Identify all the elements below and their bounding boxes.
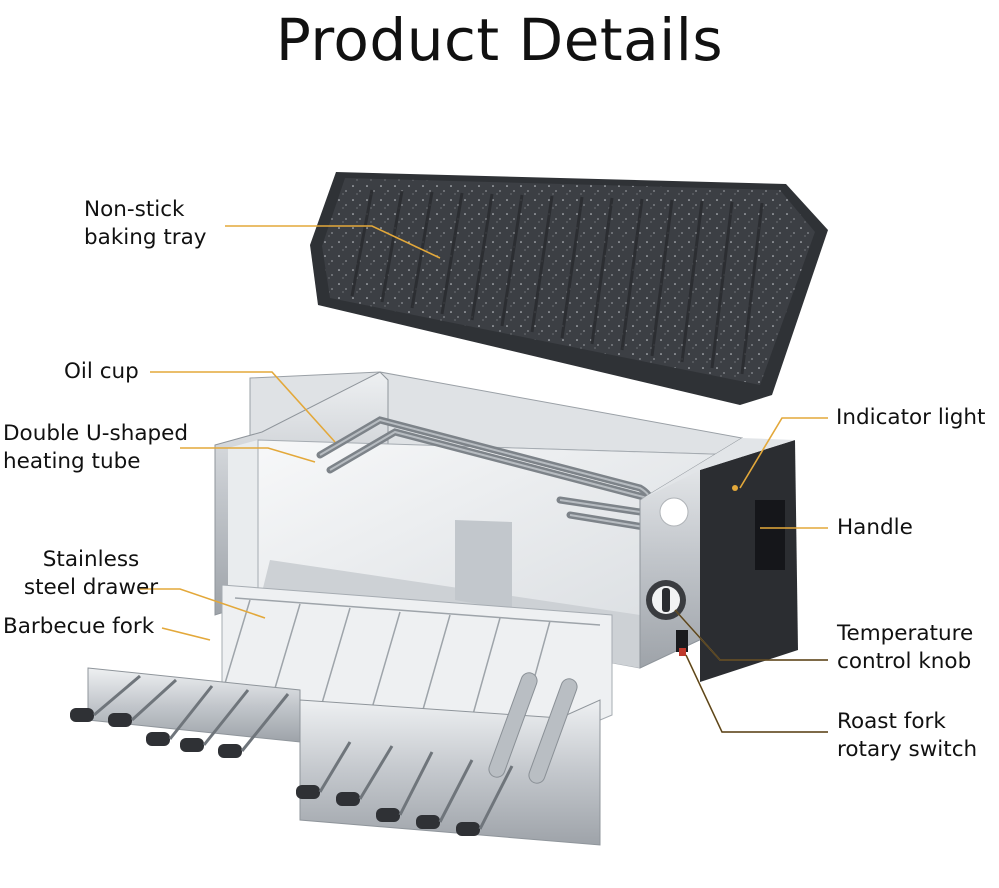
- label-line: Temperature: [837, 621, 974, 646]
- leader-oil-cup: [150, 371, 336, 443]
- label-line: Roast fork: [837, 709, 946, 734]
- label-line: steel drawer: [23, 575, 159, 600]
- label-barbecue-fork: Barbecue fork: [3, 614, 155, 639]
- page-title: Product Details: [275, 6, 724, 74]
- label-line: rotary switch: [837, 737, 978, 762]
- label-indicator-light: Indicator light: [836, 405, 986, 430]
- label-handle: Handle: [837, 515, 913, 540]
- label-line: control knob: [837, 649, 972, 674]
- label-line: heating tube: [3, 449, 141, 474]
- baking-tray: [310, 172, 828, 405]
- label-line: Double U-shaped: [3, 421, 189, 446]
- leader-indicator: [739, 417, 828, 489]
- label-stainless-steel-drawer: Stainless steel drawer: [2, 546, 180, 602]
- label-non-stick-baking-tray: Non-stick baking tray: [84, 196, 207, 252]
- label-roast-fork-rotary-switch: Roast fork rotary switch: [837, 708, 977, 764]
- leader-drawer: [140, 588, 266, 619]
- label-temperature-control-knob: Temperature control knob: [837, 620, 973, 676]
- label-line: baking tray: [84, 225, 207, 250]
- label-line: Non-stick: [84, 197, 185, 222]
- label-oil-cup: Oil cup: [64, 359, 139, 384]
- leader-fork: [161, 627, 211, 641]
- label-line: Stainless: [42, 547, 140, 572]
- leader-heating-tube: [180, 447, 316, 463]
- label-double-u-shaped-heating-tube: Double U-shaped heating tube: [3, 420, 188, 476]
- leader-tray: [225, 225, 441, 259]
- drawer-and-forks: [70, 584, 613, 846]
